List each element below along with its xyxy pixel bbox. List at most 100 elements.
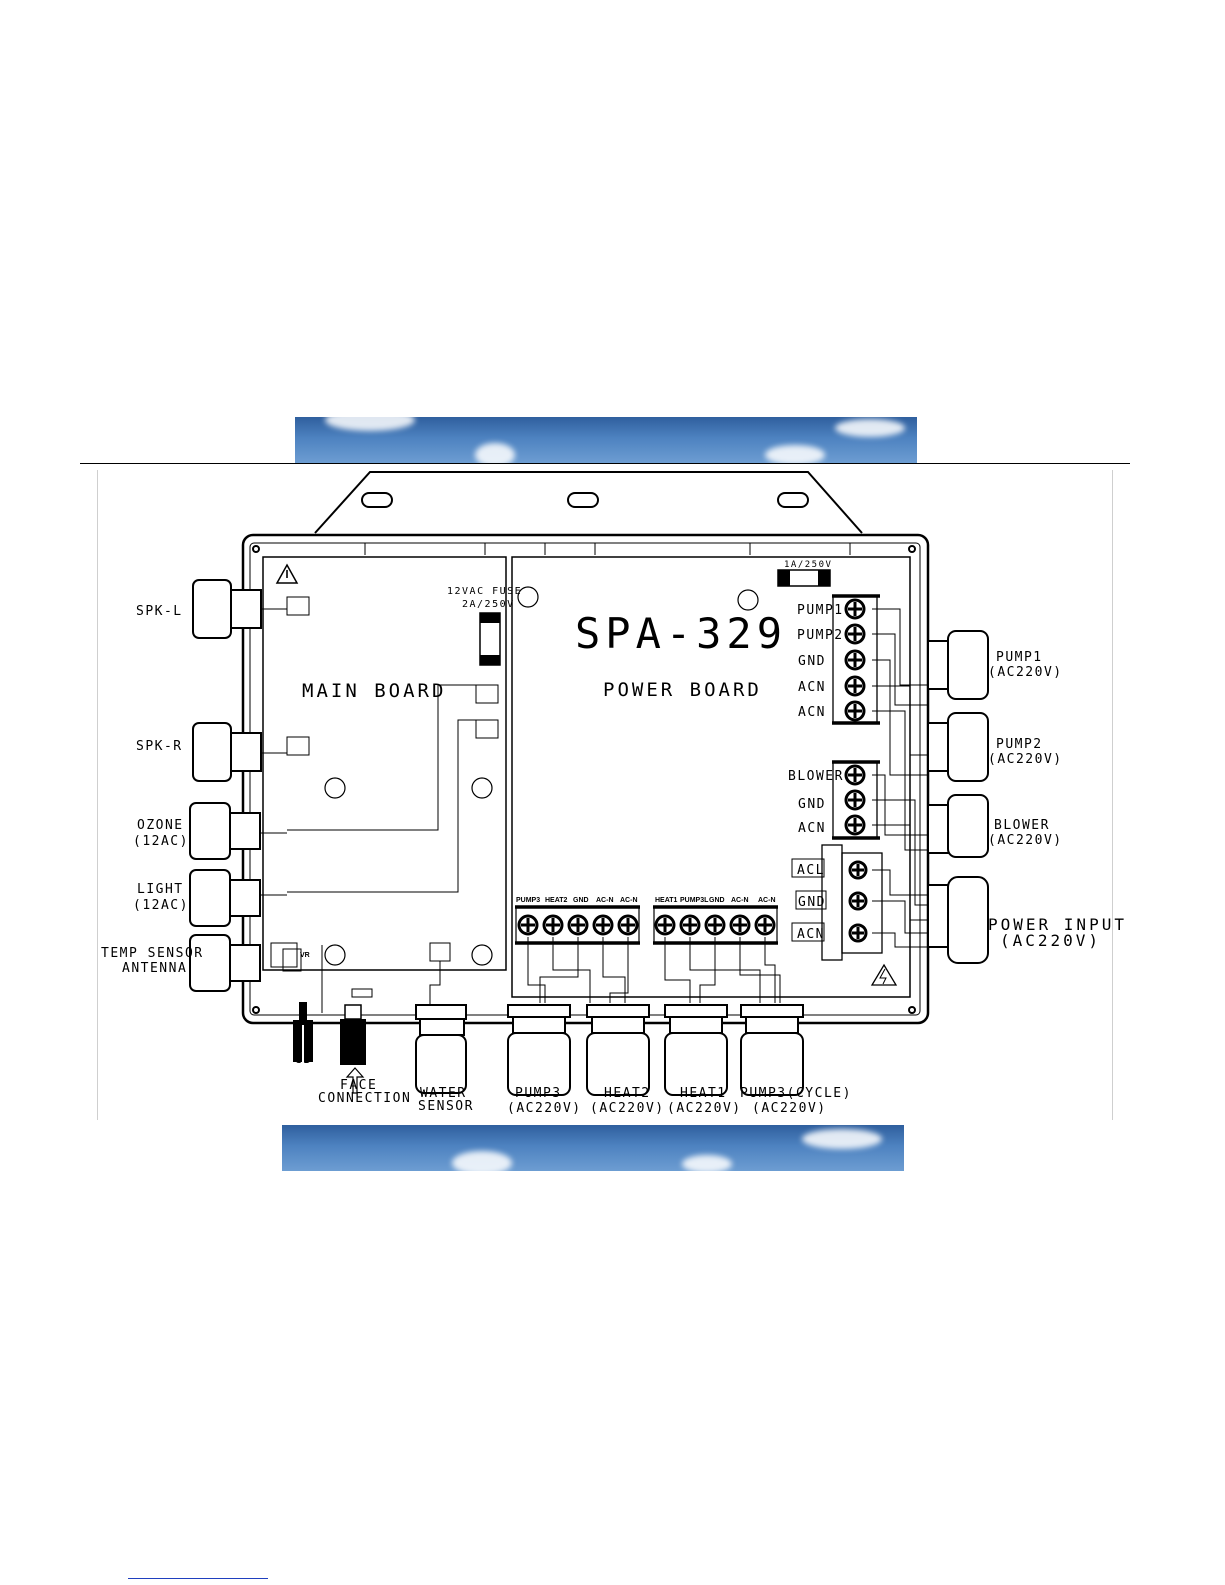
screw-terminal-bottom-a-4 <box>617 914 639 936</box>
screw-terminal-blower-2 <box>844 814 866 836</box>
tb-pump2: PUMP2 <box>797 628 844 643</box>
port-cd: CD <box>294 1052 313 1067</box>
port-face: FACE <box>340 1078 377 1093</box>
screw-terminal-bottom-a-3 <box>592 914 614 936</box>
screw-terminal-pump-1 <box>844 623 866 645</box>
port-power-input: POWER INPUT <box>988 915 1127 934</box>
tb-pump1: PUMP1 <box>797 603 844 618</box>
port-blower-sub: (AC220V) <box>988 833 1063 848</box>
tb-input-acl: ACL <box>797 863 825 878</box>
screw-terminal-bottom-b-4 <box>754 914 776 936</box>
port-antenna: ANTENNA <box>122 961 187 976</box>
port-pump3-cycle: PUMP3(CYCLE) <box>740 1086 852 1101</box>
port-pump1: PUMP1 <box>996 650 1043 665</box>
power-fuse-label: 1A/250V <box>784 560 832 570</box>
port-ozone: OZONE <box>137 818 184 833</box>
screw-terminal-pump-3 <box>844 675 866 697</box>
tb-bottom-acn-a1: AC-N <box>596 897 614 904</box>
screw-terminal-blower-0 <box>844 764 866 786</box>
tb-bottom-pump3: PUMP3 <box>516 897 540 904</box>
bottom-port-labels: CD FACE CONNECTION WATER SENSOR PUMP3 (A… <box>294 1052 852 1116</box>
top-sky-banner <box>295 417 917 463</box>
face-connection-connector <box>340 988 373 1094</box>
input-block-labels <box>791 858 827 942</box>
mount-slot-1 <box>361 492 393 508</box>
screw-terminal-bottom-b-2 <box>704 914 726 936</box>
screw-terminal-pump-2 <box>844 649 866 671</box>
main-fuse-label-2: 2A/250V <box>462 599 515 610</box>
port-pump2: PUMP2 <box>996 737 1043 752</box>
warning-triangle-icon <box>275 563 299 584</box>
enclosure-outer <box>241 533 930 1025</box>
screw-terminal-bottom-a-2 <box>567 914 589 936</box>
main-board-label: MAIN BOARD <box>302 680 446 702</box>
port-pump3: PUMP3 <box>515 1086 562 1101</box>
port-blower: BLOWER <box>994 818 1050 833</box>
screw-terminal-bottom-a-1 <box>542 914 564 936</box>
blower-block-labels: BLOWER GND ACN <box>788 769 844 836</box>
wiring-diagram: 12VAC FUSE 2A/250V 1A/250V SPA-329 MAIN … <box>101 471 1127 1116</box>
tb-bottom-gnd-b: GND <box>709 897 725 904</box>
main-fuse-label-1: 12VAC FUSE <box>447 586 522 597</box>
port-temp-sensor: TEMP SENSOR <box>101 946 204 961</box>
tb-bottom-pump3l: PUMP3L <box>680 897 709 904</box>
port-pump3-cycle-sub: (AC220V) <box>752 1101 827 1116</box>
tb-pump-acn-2: ACN <box>798 705 826 720</box>
port-heat2: HEAT2 <box>604 1086 651 1101</box>
port-sensor: SENSOR <box>418 1099 474 1114</box>
screw-terminal-pump-0 <box>844 598 866 620</box>
power-fuse <box>777 569 831 587</box>
port-power-input-sub: (AC220V) <box>1000 931 1101 950</box>
screw-terminal-input-0 <box>848 860 868 880</box>
tb-bottom-heat2: HEAT2 <box>545 897 568 904</box>
port-connection: CONNECTION <box>318 1091 411 1106</box>
enclosure-inner <box>249 542 921 1016</box>
pump-block-labels: PUMP1 PUMP2 GND ACN ACN <box>797 603 844 720</box>
tb-blower-acn: ACN <box>798 821 826 836</box>
screw-terminal-bottom-b-1 <box>679 914 701 936</box>
main-fuse <box>479 612 501 666</box>
frame-right <box>1112 470 1113 1120</box>
right-glands <box>927 630 989 964</box>
footer-link-underline[interactable] <box>128 1578 268 1579</box>
tb-bottom-acn-b1: AC-N <box>731 897 749 904</box>
header-rule <box>80 463 1130 464</box>
screw-terminal-bottom-a-0 <box>517 914 539 936</box>
port-water: WATER <box>420 1086 467 1101</box>
bottom-sky-banner <box>282 1125 904 1171</box>
terminal-block-input <box>821 844 883 961</box>
tb-bottom-heat1: HEAT1 <box>655 897 678 904</box>
screw-terminal-bottom-b-3 <box>729 914 751 936</box>
port-light-sub: (12AC) <box>133 898 189 913</box>
port-pump2-sub: (AC220V) <box>988 752 1063 767</box>
bottom-block-b-labels: HEAT1 PUMP3L GND AC-N AC-N <box>655 897 776 904</box>
screw-terminal-input-2 <box>848 923 868 943</box>
port-light: LIGHT <box>137 882 184 897</box>
screw-terminal-pump-4 <box>844 700 866 722</box>
screw-terminal-bottom-b-0 <box>654 914 676 936</box>
bottom-glands <box>415 1004 804 1096</box>
tb-bottom-gnd-a: GND <box>573 897 589 904</box>
port-ozone-sub: (12AC) <box>133 834 189 849</box>
main-board-outline <box>262 556 507 971</box>
left-glands <box>189 579 262 992</box>
power-board-label: POWER BOARD <box>603 679 762 701</box>
screw-terminal-blower-1 <box>844 789 866 811</box>
mounting-flange <box>314 471 863 534</box>
right-port-labels: PUMP1 (AC220V) PUMP2 (AC220V) BLOWER (AC… <box>988 650 1127 950</box>
port-heat1: HEAT1 <box>680 1086 727 1101</box>
left-port-labels: SPK-L SPK-R OZONE (12AC) LIGHT (12AC) TE… <box>101 604 204 976</box>
port-spk-l: SPK-L <box>136 604 183 619</box>
tb-blower: BLOWER <box>788 769 844 784</box>
port-heat2-sub: (AC220V) <box>590 1101 665 1116</box>
port-spk-r: SPK-R <box>136 739 183 754</box>
tb-pump-gnd: GND <box>798 654 826 669</box>
port-pump1-sub: (AC220V) <box>988 665 1063 680</box>
port-pump3-sub: (AC220V) <box>507 1101 582 1116</box>
tb-bottom-acn-b2: AC-N <box>758 897 776 904</box>
tb-blower-gnd: GND <box>798 797 826 812</box>
model-title: SPA-329 <box>575 609 787 658</box>
screw-terminal-input-1 <box>848 891 868 911</box>
vr-mark: VR <box>300 952 310 959</box>
cd-connector <box>293 1002 313 1062</box>
